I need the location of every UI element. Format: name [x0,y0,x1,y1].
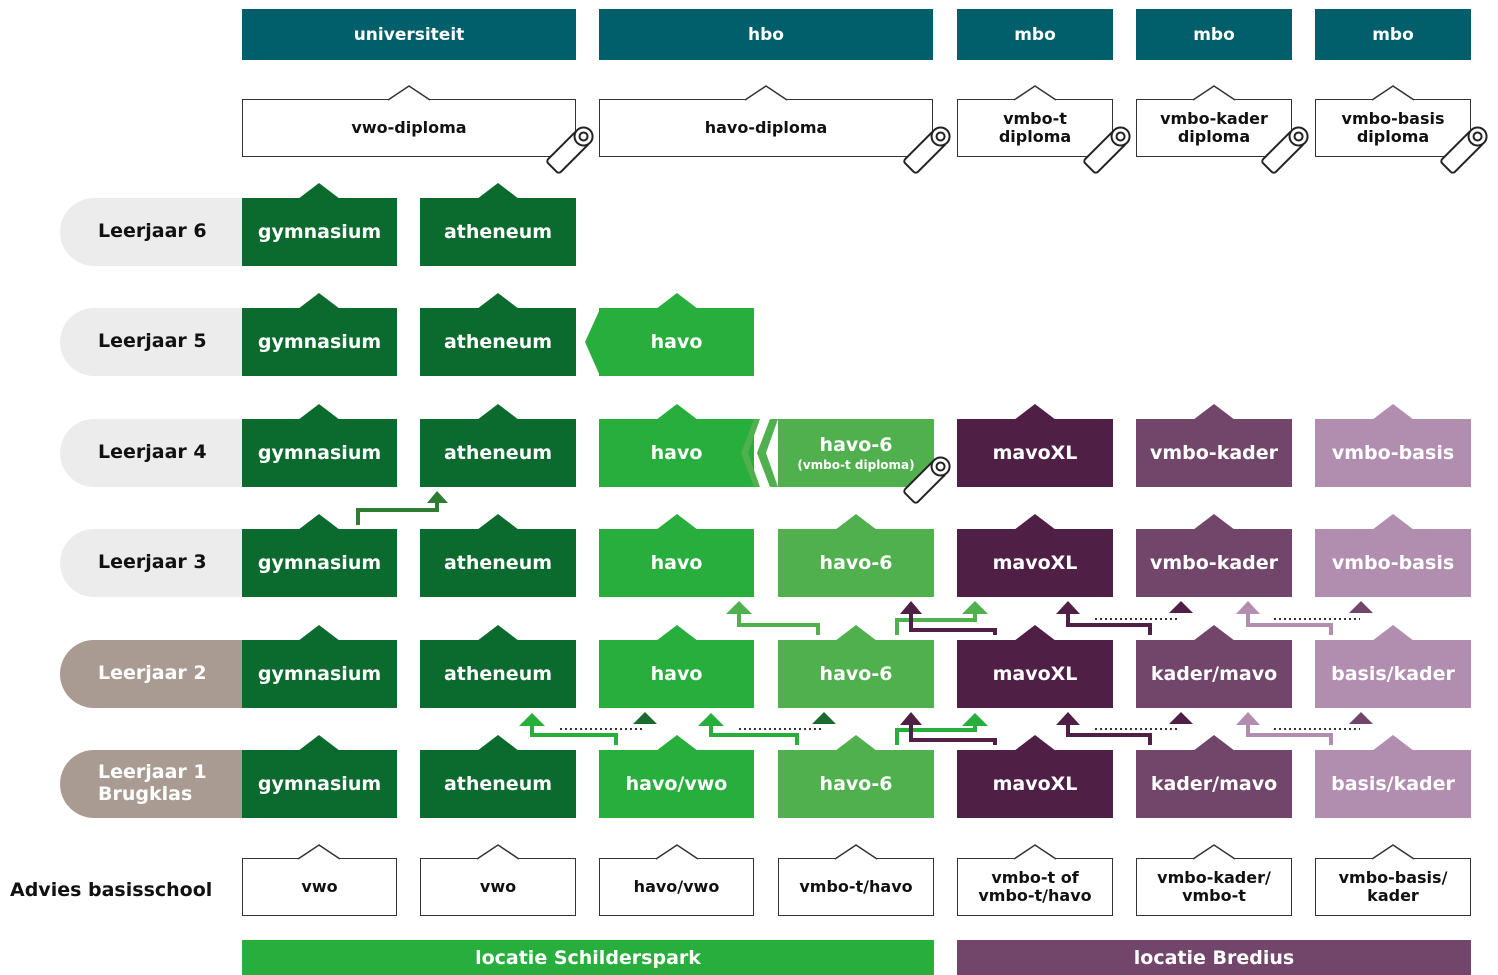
box-label: atheneum [443,663,553,685]
box-l3-mavoxl: mavoXL [957,529,1113,597]
box-label: kader/mavo [1150,663,1278,685]
box-label: havo-6 [819,552,893,574]
box-l2-havo-6: havo-6 [778,640,934,708]
advies-vmbo-t-of: vmbo-t of vmbo-t/havo [957,858,1113,916]
box-l2-kader-mavo: kader/mavo [1136,640,1292,708]
box-label: havo [650,663,703,685]
advies-vmbo-basis: vmbo-basis/ kader [1315,858,1471,916]
arrowhead [427,491,448,503]
box-l5-atheneum: atheneum [420,308,576,376]
diploma-scroll-icon [546,126,1488,504]
box-l2-atheneum: atheneum [420,640,576,708]
box-l4-havo: havo [599,419,754,487]
header-mbo-2: mbo [1136,9,1292,60]
box-l3-vmbo-basis: vmbo-basis [1315,529,1471,597]
box-l4-mavoxl: mavoXL [957,419,1113,487]
box-l1-basis-kader: basis/kader [1315,750,1471,818]
box-label: mavoXL [992,552,1078,574]
diploma-vmbo-kader: vmbo-kader diploma [1136,99,1292,157]
box-label: havo/vwo [625,773,728,795]
box-label: gymnasium [257,442,382,464]
box-l3-havo-6: havo-6 [778,529,934,597]
advies-label: Advies basisschool [10,879,213,901]
advies-vwo-1: vwo [242,858,397,916]
box-label: havo [650,552,703,574]
box-label: gymnasium [257,331,382,353]
box-l5-gymnasium: gymnasium [242,308,397,376]
arrow-gym-to-ath [356,500,439,525]
box-label: mavoXL [992,442,1078,464]
box-label: vmbo-basis [1331,552,1455,574]
box-label: gymnasium [257,552,382,574]
box-label: atheneum [443,331,553,353]
year-label-4: Leerjaar 4 [60,419,242,487]
box-label: kader/mavo [1150,773,1278,795]
box-l1-kader-mavo: kader/mavo [1136,750,1292,818]
box-l4-vmbo-kader: vmbo-kader [1136,419,1292,487]
year-label-1: Leerjaar 1 Brugklas [60,750,242,818]
box-l4-gymnasium: gymnasium [242,419,397,487]
box-label: basis/kader [1331,663,1455,685]
box-l1-havo-vwo: havo/vwo [599,750,754,818]
diploma-vwo: vwo-diploma [242,99,576,157]
advies-vmbo-kader: vmbo-kader/ vmbo-t [1136,858,1292,916]
box-label: mavoXL [992,663,1078,685]
box-l2-basis-kader: basis/kader [1315,640,1471,708]
box-label: basis/kader [1331,773,1455,795]
advies-vmbo-t-havo: vmbo-t/havo [778,858,934,916]
box-label: vmbo-kader [1149,442,1279,464]
box-label: vmbo-basis [1331,442,1455,464]
location-schilderspark: locatie Schilderspark [242,940,934,975]
year-label-6: Leerjaar 6 [60,198,242,266]
box-label: atheneum [443,442,553,464]
box-l6-gymnasium: gymnasium [242,198,397,266]
diploma-bumps [297,85,1415,860]
box-l3-vmbo-kader: vmbo-kader [1136,529,1292,597]
header-mbo-3: mbo [1315,9,1471,60]
diploma-vmbo-t: vmbo-t diploma [957,99,1113,157]
box-label: havo [650,442,703,464]
diploma-vmbo-basis: vmbo-basis diploma [1315,99,1471,157]
box-l4-havo-6: havo-6 (vmbo-t diploma) [778,419,934,487]
year-label-3: Leerjaar 3 [60,529,242,597]
arrows-l1-l2-green [530,724,977,745]
box-bumps [298,183,1414,751]
box-l3-gymnasium: gymnasium [242,529,397,597]
box-l2-mavoxl: mavoXL [957,640,1113,708]
box-sublabel: (vmbo-t diploma) [797,458,915,472]
box-l3-atheneum: atheneum [420,529,576,597]
box-label: gymnasium [257,221,382,243]
box-label: havo-6 [819,434,893,456]
box-label: havo [650,331,703,353]
box-l1-gymnasium: gymnasium [242,750,397,818]
advies-havo-vwo: havo/vwo [599,858,754,916]
box-l6-atheneum: atheneum [420,198,576,266]
box-label: atheneum [443,552,553,574]
box-label: mavoXL [992,773,1078,795]
box-l1-mavoxl: mavoXL [957,750,1113,818]
box-l2-havo: havo [599,640,754,708]
box-label: gymnasium [257,663,382,685]
box-l4-atheneum: atheneum [420,419,576,487]
box-l4-vmbo-basis: vmbo-basis [1315,419,1471,487]
box-l1-havo-6: havo-6 [778,750,934,818]
box-label: gymnasium [257,773,382,795]
box-l2-gymnasium: gymnasium [242,640,397,708]
box-label: vmbo-kader [1149,552,1279,574]
box-label: havo-6 [819,663,893,685]
box-label: atheneum [443,221,553,243]
year-label-5: Leerjaar 5 [60,308,242,376]
header-mbo-1: mbo [957,9,1113,60]
location-bredius: locatie Bredius [957,940,1471,975]
header-universiteit: universiteit [242,9,576,60]
box-label: atheneum [443,773,553,795]
header-hbo: hbo [599,9,933,60]
box-l5-havo: havo [599,308,754,376]
box-l1-atheneum: atheneum [420,750,576,818]
year-label-2: Leerjaar 2 [60,640,242,708]
box-l3-havo: havo [599,529,754,597]
box-label: havo-6 [819,773,893,795]
